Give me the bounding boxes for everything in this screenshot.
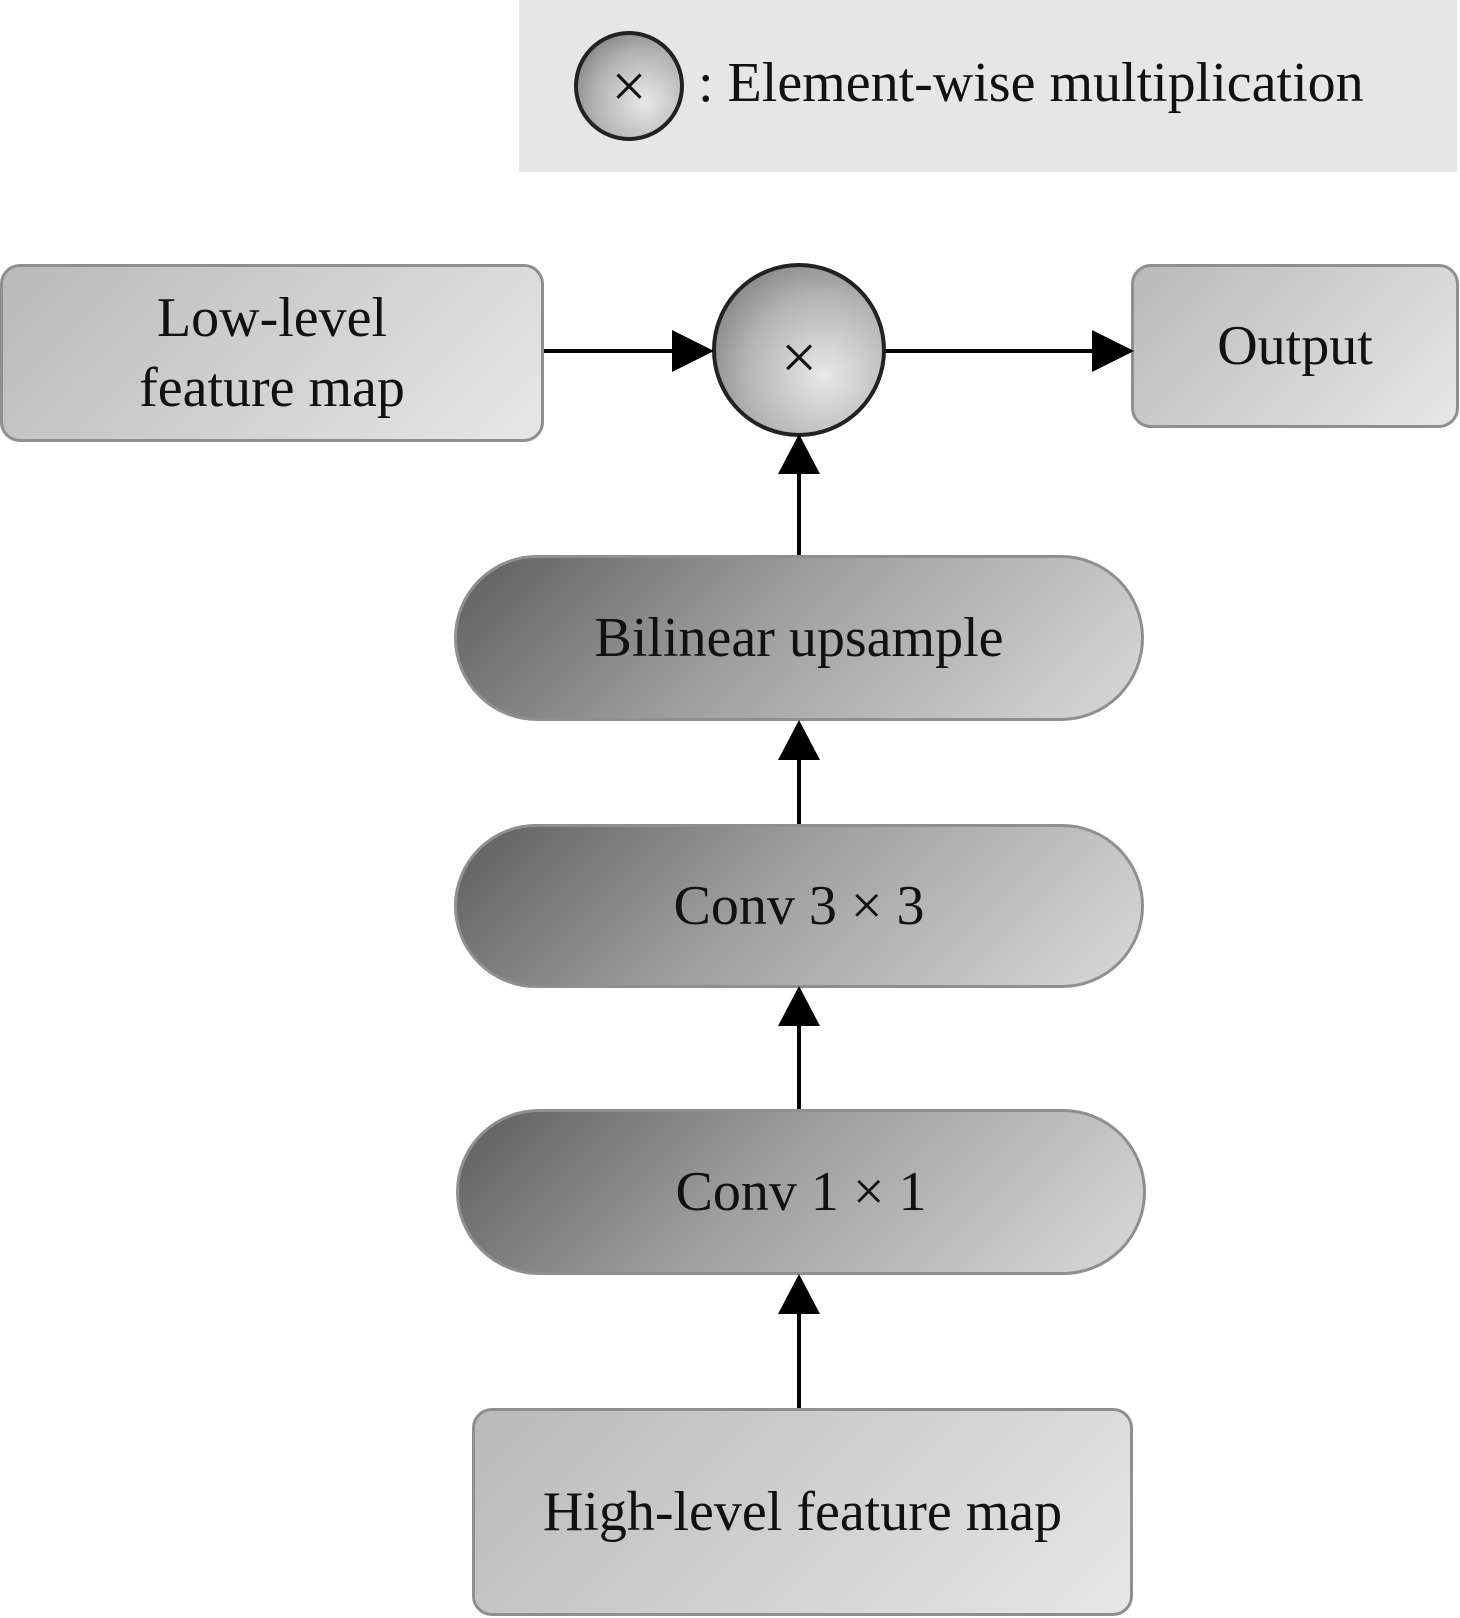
high-level-label: High-level feature map	[542, 1481, 1063, 1543]
output-label: Output	[1217, 315, 1373, 377]
legend-multiply-icon	[574, 31, 684, 141]
high-level-feature-map-box: High-level feature map	[472, 1408, 1133, 1616]
arrowhead-conv1-to-conv3	[778, 986, 820, 1026]
conv3x3-box: Conv 3 × 3	[454, 824, 1144, 988]
output-box: Output	[1131, 264, 1459, 428]
arrowhead-low-to-multiply	[672, 330, 714, 372]
arrowhead-conv3-to-bilinear	[778, 720, 820, 760]
bilinear-upsample-label: Bilinear upsample	[594, 607, 1004, 669]
multiply-symbol: ×	[781, 322, 817, 393]
low-level-label-line-2: feature map	[139, 357, 405, 419]
bilinear-upsample-box: Bilinear upsample	[454, 555, 1144, 721]
conv1x1-label: Conv 1 × 1	[675, 1161, 927, 1223]
legend-multiply-symbol: ×	[612, 53, 647, 121]
arrowhead-bilinear-to-multiply	[778, 434, 820, 474]
conv3x3-label: Conv 3 × 3	[673, 875, 925, 937]
conv1x1-box: Conv 1 × 1	[456, 1109, 1146, 1275]
low-level-label-line-1: Low-level	[156, 287, 388, 349]
arrowhead-multiply-to-output	[1092, 330, 1134, 372]
arrowhead-high-to-conv1	[778, 1274, 820, 1314]
legend-label: : Element-wise multiplication	[698, 52, 1364, 114]
low-level-feature-map-box: Low-level feature map	[0, 264, 544, 442]
